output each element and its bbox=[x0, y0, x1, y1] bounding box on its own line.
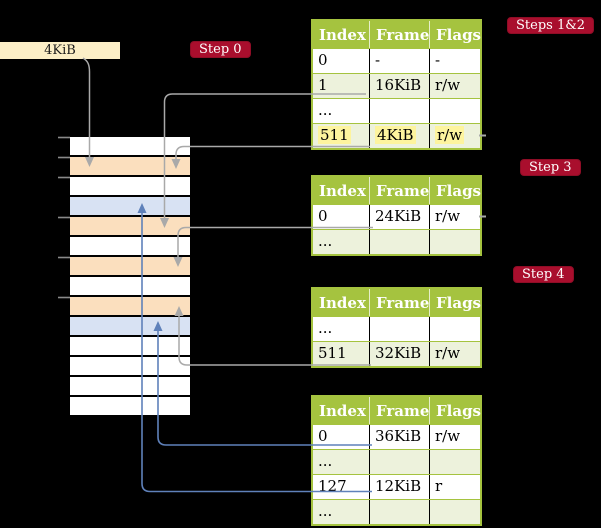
highlighted-value: 511 bbox=[318, 126, 351, 144]
table-cell: r/w bbox=[429, 74, 480, 98]
table-cell bbox=[369, 500, 429, 524]
column-header: Frame bbox=[369, 397, 429, 424]
table-cell: 36KiB bbox=[369, 425, 429, 449]
memory-row-orange bbox=[70, 257, 190, 277]
memory-row-blue bbox=[70, 317, 190, 337]
table-cell bbox=[429, 450, 480, 474]
table-cell: r/w bbox=[429, 124, 480, 148]
table-cell bbox=[369, 230, 429, 254]
table-cell: 1 bbox=[318, 76, 328, 94]
table-cell: 0 bbox=[318, 51, 328, 69]
memory-row-white bbox=[70, 277, 190, 297]
table-row: ... bbox=[313, 99, 480, 123]
table-cell: ... bbox=[318, 101, 333, 119]
memory-row-white bbox=[70, 237, 190, 257]
table-cell: ... bbox=[318, 502, 333, 520]
column-header: Index bbox=[319, 181, 366, 200]
table-cell bbox=[369, 99, 429, 123]
table-cell: 0 bbox=[318, 207, 328, 225]
table-cell: r/w bbox=[429, 425, 480, 449]
table-cell: 0 bbox=[318, 427, 328, 445]
table-cell: ... bbox=[318, 452, 333, 470]
table-cell: 16KiB bbox=[369, 74, 429, 98]
table-cell: 12KiB bbox=[369, 475, 429, 499]
memory-row-white bbox=[70, 357, 190, 377]
table-cell: - bbox=[429, 49, 480, 73]
memory-row-orange bbox=[70, 157, 190, 177]
table-cell: 511 bbox=[313, 124, 369, 148]
table-cell: ... bbox=[318, 319, 333, 337]
table-cell bbox=[369, 450, 429, 474]
column-header: Index bbox=[319, 401, 366, 420]
column-header: Flags bbox=[429, 21, 481, 48]
column-header: Flags bbox=[429, 397, 481, 424]
table-cell: 24KiB bbox=[369, 205, 429, 229]
table-cell bbox=[429, 500, 480, 524]
table-row: ... bbox=[313, 230, 480, 254]
highlighted-value: 4KiB bbox=[375, 126, 416, 144]
frame-address-label: 4KiB bbox=[0, 42, 120, 59]
table-cell: 4KiB bbox=[369, 124, 429, 148]
table-row: ... bbox=[313, 450, 480, 474]
table-cell: r/w bbox=[429, 342, 480, 366]
memory-row-white bbox=[70, 397, 190, 417]
table-cell: - bbox=[369, 49, 429, 73]
memory-row-orange bbox=[70, 297, 190, 317]
table-cell: 511 bbox=[318, 344, 347, 362]
table-cell: ... bbox=[318, 232, 333, 250]
memory-row-white bbox=[70, 337, 190, 357]
badge-steps-1-2: Steps 1&2 bbox=[507, 17, 595, 34]
table-cell bbox=[369, 317, 429, 341]
column-header: Frame bbox=[369, 177, 429, 204]
column-header: Frame bbox=[369, 21, 429, 48]
table-row: ... bbox=[313, 500, 480, 524]
table-row: 511 4KiB r/w bbox=[313, 124, 480, 148]
memory-row-white bbox=[70, 177, 190, 197]
table-cell bbox=[429, 99, 480, 123]
badge-step-0: Step 0 bbox=[190, 41, 251, 58]
memory-row-blue bbox=[70, 197, 190, 217]
column-header: Index bbox=[319, 25, 366, 44]
table-cell: r/w bbox=[429, 205, 480, 229]
table-cell: 127 bbox=[318, 477, 347, 495]
column-header: Frame bbox=[369, 289, 429, 316]
badge-step-3: Step 3 bbox=[520, 159, 581, 176]
table-row: ... bbox=[313, 317, 480, 341]
table-cell: 32KiB bbox=[369, 342, 429, 366]
table-cell bbox=[429, 317, 480, 341]
physical-memory-stack bbox=[70, 137, 190, 417]
column-header: Flags bbox=[429, 177, 481, 204]
table-cell: r bbox=[429, 475, 480, 499]
column-header: Index bbox=[319, 293, 366, 312]
table-cell bbox=[429, 230, 480, 254]
memory-row-orange bbox=[70, 217, 190, 237]
table-row: 0 -- bbox=[313, 49, 480, 73]
memory-row-white bbox=[70, 377, 190, 397]
badge-step-4: Step 4 bbox=[513, 266, 574, 283]
memory-row-white bbox=[70, 137, 190, 157]
column-header: Flags bbox=[429, 289, 481, 316]
highlighted-value: r/w bbox=[435, 126, 465, 144]
